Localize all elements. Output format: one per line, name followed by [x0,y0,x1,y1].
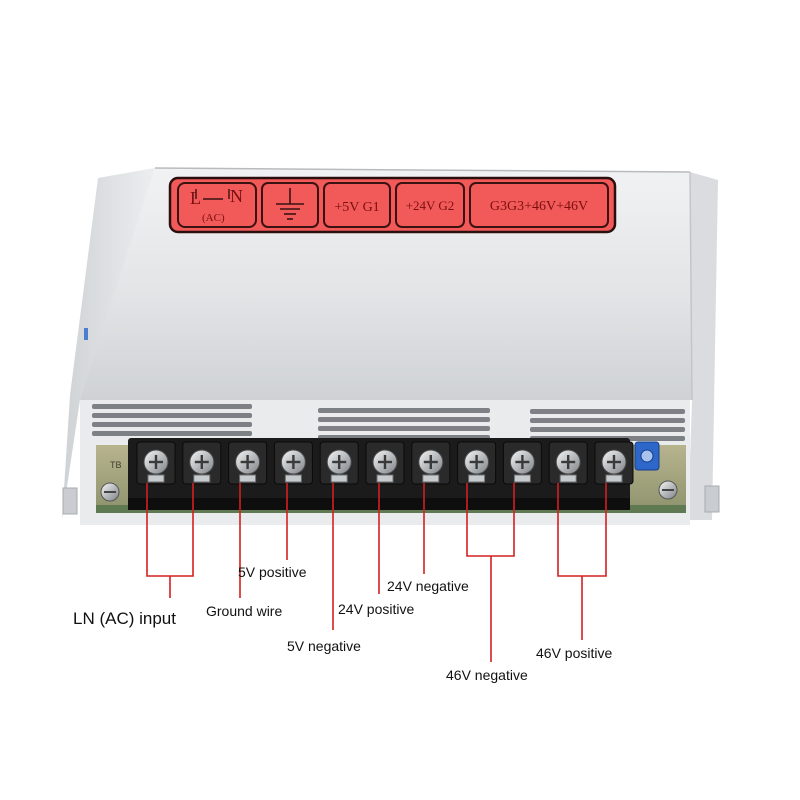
casing-edge [154,167,691,173]
mount-tab-left [62,487,78,515]
casing-right-side [688,172,718,520]
terminal-block-mark: TB [110,460,122,470]
label-46v-negative: 46V negative [446,667,528,683]
label-ground-wire: Ground wire [206,603,282,619]
mount-tab-right [704,485,720,513]
casing-left-side [62,168,155,520]
label-box-ln [177,182,257,228]
terminal-screw[interactable] [365,441,405,485]
terminal-screws [136,441,634,485]
terminal-screw[interactable] [273,441,313,485]
casing-edge [689,171,693,401]
terminal-screw[interactable] [411,441,451,485]
terminal-screw[interactable] [502,441,542,485]
terminal-screw[interactable] [594,441,634,485]
terminal-screw[interactable] [228,441,268,485]
terminal-screw[interactable] [457,441,497,485]
label-n: N [230,186,243,206]
label-5v-positive: 5V positive [238,564,307,580]
terminal-screw[interactable] [136,441,176,485]
label-box-24v [395,182,465,228]
label-46v-group: G3G3+46V+46V [490,199,588,214]
label-box-ground [261,182,319,228]
label-5v-g1: +5V G1 [334,200,379,215]
label-ac: (AC) [202,212,225,224]
label-24v-negative: 24V negative [387,578,469,594]
label-5v-negative: 5V negative [287,638,361,654]
label-24v-g2: +24V G2 [406,198,455,213]
label-24v-positive: 24V positive [338,601,414,617]
casing-mark [84,328,88,340]
label-plate-bg [168,176,617,234]
vent-slots [92,404,685,441]
terminal-screw[interactable] [319,441,359,485]
label-plate: L N (AC) +5V G1 +24V G2 G3G3+46V+46V [168,176,617,234]
label-46v-positive: 46V positive [536,645,612,661]
label-box-5v [323,182,391,228]
label-ln-ac-input: LN (AC) input [73,609,176,628]
ground-symbol-icon [276,188,304,220]
callout-lines [146,483,607,662]
terminal-screw[interactable] [548,441,588,485]
label-box-46v [469,182,609,228]
terminal-screw[interactable] [182,441,222,485]
